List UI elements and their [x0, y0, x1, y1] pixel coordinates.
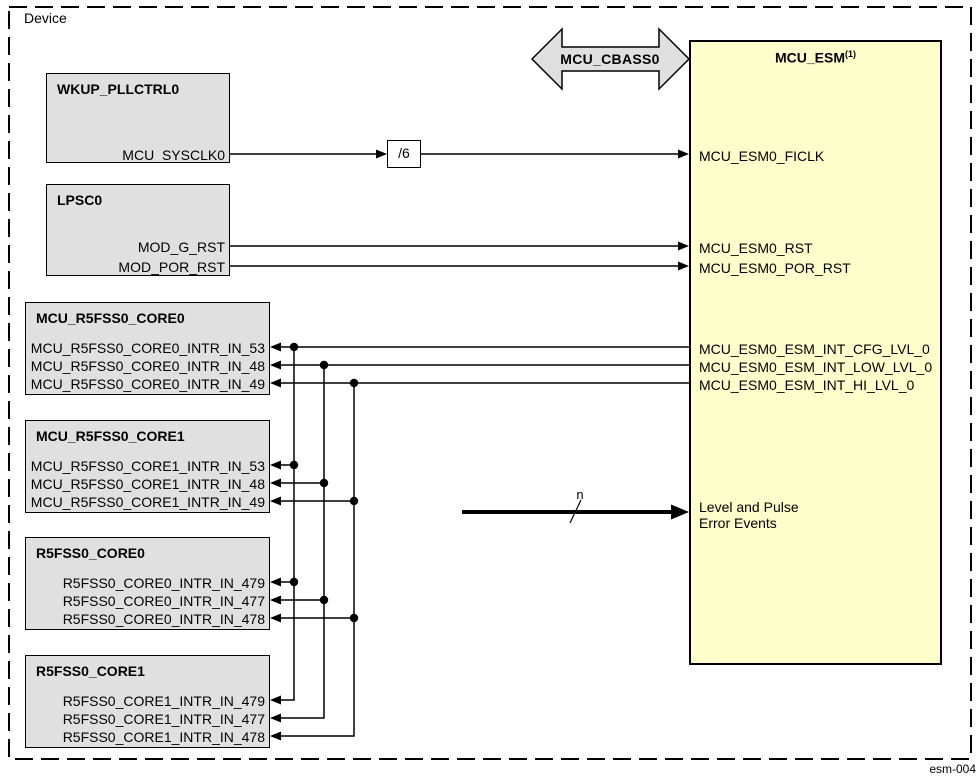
block-lpsc0: LPSC0 MOD_G_RST MOD_POR_RST — [46, 184, 230, 276]
port-mcu-sysclk0: MCU_SYSCLK0 — [122, 147, 225, 163]
wire-branch-low — [281, 365, 325, 719]
port-intr-in-53: MCU_R5FSS0_CORE1_INTR_IN_53 — [30, 458, 265, 474]
bus-width-slash — [569, 499, 582, 524]
block-mcu-r5fss0-core1: MCU_R5FSS0_CORE1 MCU_R5FSS0_CORE1_INTR_I… — [25, 420, 270, 513]
port-intr-in-477: R5FSS0_CORE1_INTR_IN_477 — [62, 711, 265, 727]
block-title: LPSC0 — [57, 192, 103, 208]
port-intr-in-479: R5FSS0_CORE1_INTR_IN_479 — [62, 693, 265, 709]
port-mcu-esm0-rst: MCU_ESM0_RST — [699, 240, 813, 256]
port-intr-in-479: R5FSS0_CORE0_INTR_IN_479 — [62, 575, 265, 591]
port-mod-por-rst: MOD_POR_RST — [118, 259, 225, 275]
error-events-bus — [462, 499, 689, 524]
block-title: WKUP_PLLCTRL0 — [57, 81, 180, 97]
port-intr-in-477: R5FSS0_CORE0_INTR_IN_477 — [62, 593, 265, 609]
clock-divider-box: /6 — [387, 140, 421, 168]
block-title: MCU_R5FSS0_CORE1 — [36, 428, 185, 444]
figure-id-label: esm-004 — [929, 762, 976, 776]
port-intr-in-53: MCU_R5FSS0_CORE0_INTR_IN_53 — [30, 340, 265, 356]
block-wkup-pllctrl0: WKUP_PLLCTRL0 MCU_SYSCLK0 — [46, 73, 230, 163]
port-esm-int-hi-lvl: MCU_ESM0_ESM_INT_HI_LVL_0 — [699, 377, 915, 393]
port-esm-int-cfg-lvl: MCU_ESM0_ESM_INT_CFG_LVL_0 — [699, 341, 930, 357]
arrowheads-right — [376, 149, 689, 271]
bus-width-label: n — [576, 487, 584, 502]
junction-dots — [289, 342, 359, 623]
block-r5fss0-core0: R5FSS0_CORE0 R5FSS0_CORE0_INTR_IN_479 R5… — [25, 537, 270, 630]
port-mod-g-rst: MOD_G_RST — [137, 239, 225, 255]
wire-branch-cfg — [281, 347, 295, 701]
esm-footnote: (1) — [845, 49, 856, 59]
port-intr-in-48: MCU_R5FSS0_CORE1_INTR_IN_48 — [30, 476, 265, 492]
esm-title-text: MCU_ESM — [774, 49, 845, 66]
block-title: MCU_R5FSS0_CORE0 — [36, 310, 185, 326]
error-events-line1: Level and Pulse — [699, 499, 799, 515]
port-intr-in-49: MCU_R5FSS0_CORE0_INTR_IN_49 — [30, 376, 265, 392]
block-title: R5FSS0_CORE1 — [36, 663, 145, 679]
port-mcu-esm0-por-rst: MCU_ESM0_POR_RST — [699, 260, 851, 276]
cbass-arrow-label: MCU_CBASS0 — [560, 51, 660, 67]
port-esm-int-low-lvl: MCU_ESM0_ESM_INT_LOW_LVL_0 — [699, 359, 933, 375]
block-title: R5FSS0_CORE0 — [36, 545, 145, 561]
block-mcu-esm: MCU_ESM(1) MCU_ESM0_FICLK MCU_ESM0_RST M… — [689, 40, 942, 665]
port-intr-in-49: MCU_R5FSS0_CORE1_INTR_IN_49 — [30, 494, 265, 510]
device-label: Device — [24, 10, 67, 26]
wire-branch-hi — [281, 383, 355, 737]
device-boundary — [8, 6, 972, 760]
port-intr-in-478: R5FSS0_CORE1_INTR_IN_478 — [62, 729, 265, 745]
error-events-label: Level and Pulse Error Events — [699, 499, 799, 531]
signal-wires — [230, 153, 689, 737]
error-events-line2: Error Events — [699, 515, 777, 531]
port-intr-in-48: MCU_R5FSS0_CORE0_INTR_IN_48 — [30, 358, 265, 374]
block-r5fss0-core1: R5FSS0_CORE1 R5FSS0_CORE1_INTR_IN_479 R5… — [25, 655, 270, 748]
arrowheads-left — [270, 342, 281, 741]
esm-title: MCU_ESM(1) — [691, 49, 940, 66]
port-intr-in-478: R5FSS0_CORE0_INTR_IN_478 — [62, 611, 265, 627]
port-mcu-esm0-ficlk: MCU_ESM0_FICLK — [699, 148, 825, 164]
block-mcu-r5fss0-core0: MCU_R5FSS0_CORE0 MCU_R5FSS0_CORE0_INTR_I… — [25, 302, 270, 395]
